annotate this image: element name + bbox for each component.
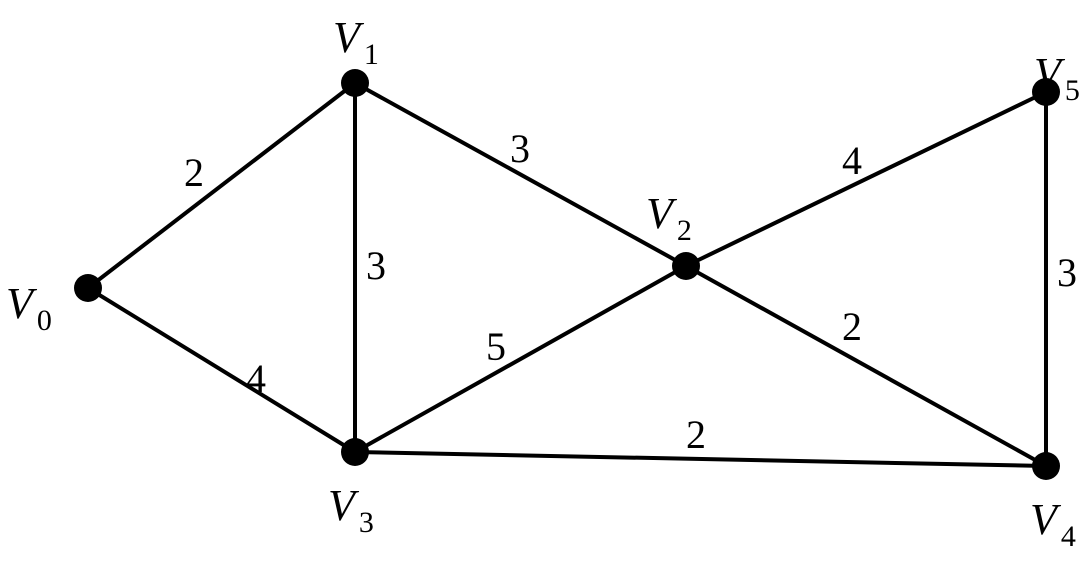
edge-weight-label: 4 [246,356,266,401]
edge-weight-label: 4 [842,138,862,183]
edge-V2-V4 [685,264,1047,468]
edge-weight-label: 2 [184,150,204,195]
edge-V3-V2 [354,264,687,454]
edge-weight-label: 5 [486,324,506,369]
edge-V3-V4 [354,450,1047,468]
edge-weight-label: 3 [366,243,386,288]
node-V5 [1032,78,1060,106]
edge-V0-V1 [86,81,357,290]
node-V4 [1032,452,1060,480]
edge-V0-V3 [86,286,357,454]
edge-weight-label: 2 [686,412,706,457]
node-V2 [672,252,700,280]
node-V0 [74,274,102,302]
edge-weight-label: 3 [1057,250,1077,295]
edge-V2-V5 [685,90,1047,268]
edge-weight-label: 2 [842,304,862,349]
edge-weight-label: 3 [510,126,530,171]
edge-V1-V2 [354,81,687,268]
node-V1 [341,69,369,97]
node-V3 [341,438,369,466]
